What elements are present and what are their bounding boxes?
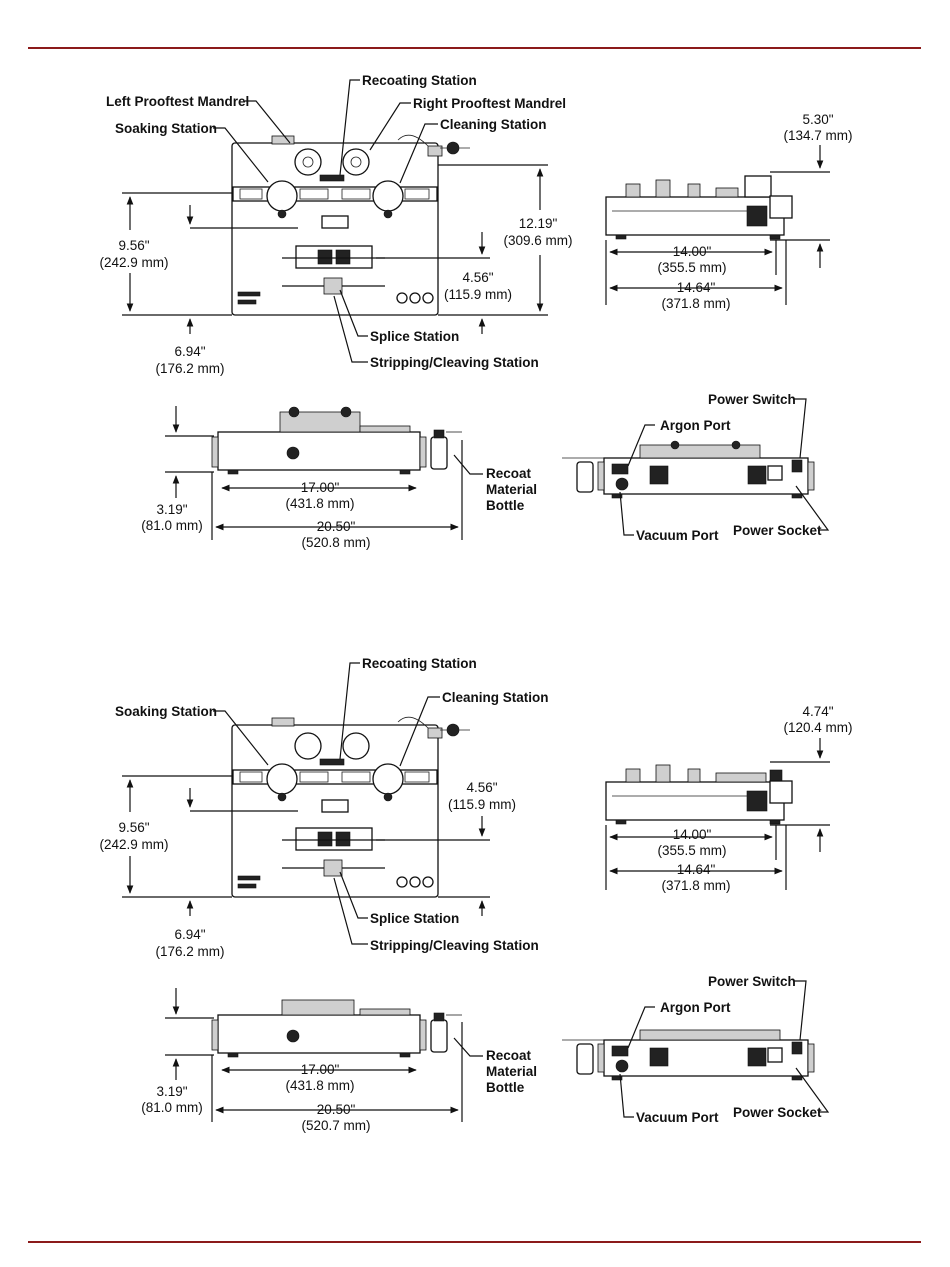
recoat-bottle [430, 1019, 448, 1053]
dim-2050-in: 20.50" [317, 519, 356, 534]
dim-694-in: 6.94" [174, 344, 205, 359]
label-cleaning: Cleaning Station [442, 690, 549, 705]
dim-2050-mm: (520.7 mm) [301, 1118, 370, 1133]
label-power-socket: Power Socket [733, 1105, 822, 1120]
dim-694-mm: (176.2 mm) [155, 944, 224, 959]
top-view-2: Recoating Station Soaking Station Cleani… [99, 656, 548, 959]
dim-1400-in: 14.00" [673, 244, 712, 259]
label-splice: Splice Station [370, 911, 459, 926]
dim-530-mm: (134.7 mm) [783, 128, 852, 143]
label-soaking: Soaking Station [115, 121, 217, 136]
left-mandrel [294, 148, 322, 176]
recoating-station-block [319, 174, 345, 182]
dim-1219-mm: (309.6 mm) [503, 233, 572, 248]
dim-1400-in: 14.00" [673, 827, 712, 842]
dim-2050-in: 20.50" [317, 1102, 356, 1117]
side-view-2: 4.74" (120.4 mm) 14.00" (355.5 mm) 14.64… [605, 704, 853, 893]
label-power-socket: Power Socket [733, 523, 822, 538]
label-power-switch: Power Switch [708, 392, 796, 407]
right-mandrel [342, 148, 370, 176]
dim-319-mm: (81.0 mm) [141, 1100, 203, 1115]
label-bottle-3: Bottle [486, 1080, 525, 1095]
dim-956-mm: (242.9 mm) [99, 837, 168, 852]
dim-319-in: 3.19" [156, 502, 187, 517]
hinge-block [271, 135, 295, 145]
label-stripping: Stripping/Cleaving Station [370, 355, 539, 370]
splice-station-block [295, 245, 373, 269]
dim-319-in: 3.19" [156, 1084, 187, 1099]
machine-front-outline [217, 431, 421, 471]
label-argon: Argon Port [660, 1000, 731, 1015]
dim-956-in: 9.56" [118, 820, 149, 835]
dim-1219-in: 12.19" [519, 216, 558, 231]
dim-956-mm: (242.9 mm) [99, 255, 168, 270]
dim-2050-mm: (520.8 mm) [301, 535, 370, 550]
label-recoating: Recoating Station [362, 73, 477, 88]
dim-530-in: 5.30" [802, 112, 833, 127]
label-soaking: Soaking Station [115, 704, 217, 719]
dim-474-mm: (120.4 mm) [783, 720, 852, 735]
panel-1: Left Prooftest Mandrel Recoating Station… [99, 73, 852, 550]
top-rule [28, 47, 921, 49]
dim-456-mm: (115.9 mm) [444, 287, 512, 302]
dim-456-in: 4.56" [466, 780, 497, 795]
label-splice: Splice Station [370, 329, 459, 344]
dim-1700-mm: (431.8 mm) [285, 1078, 354, 1093]
dim-1464-in: 14.64" [677, 862, 716, 877]
dim-694-in: 6.94" [174, 927, 205, 942]
label-vacuum: Vacuum Port [636, 528, 719, 543]
dim-1464-in: 14.64" [677, 280, 716, 295]
label-bottle-1: Recoat [486, 1048, 532, 1063]
dim-694-mm: (176.2 mm) [155, 361, 224, 376]
left-mandrel-port [294, 732, 322, 760]
dim-956-in: 9.56" [118, 238, 149, 253]
label-cleaning: Cleaning Station [440, 117, 547, 132]
panel-2: Recoating Station Soaking Station Cleani… [99, 656, 852, 1133]
top-view-1: Left Prooftest Mandrel Recoating Station… [99, 73, 572, 376]
dim-456-in: 4.56" [462, 270, 493, 285]
dim-456-mm: (115.9 mm) [448, 797, 516, 812]
label-recoating: Recoating Station [362, 656, 477, 671]
recoat-bottle [430, 436, 448, 470]
dim-1464-mm: (371.8 mm) [661, 296, 730, 311]
dim-1700-mm: (431.8 mm) [285, 496, 354, 511]
label-bottle-1: Recoat [486, 466, 532, 481]
label-bottle-2: Material [486, 482, 537, 497]
label-bottle-2: Material [486, 1064, 537, 1079]
front-view-1: Recoat Material Bottle 3.19" (81.0 mm) 1… [141, 406, 537, 550]
rear-view-1: Power Switch Argon Port Vacuum Port Powe… [562, 392, 830, 543]
label-left-mandrel: Left Prooftest Mandrel [106, 94, 249, 109]
label-bottle-3: Bottle [486, 498, 525, 513]
label-argon: Argon Port [660, 418, 731, 433]
dim-1700-in: 17.00" [301, 1062, 340, 1077]
dim-1400-mm: (355.5 mm) [657, 843, 726, 858]
bottom-rule [28, 1241, 921, 1243]
dim-1464-mm: (371.8 mm) [661, 878, 730, 893]
soaking-disc-left [266, 763, 298, 795]
label-right-mandrel: Right Prooftest Mandrel [413, 96, 566, 111]
side-view-1: 5.30" (134.7 mm) 14.00" (355.5 mm) 14.64… [605, 112, 853, 311]
machine-front-outline [217, 1014, 421, 1054]
splice-station-block [295, 827, 373, 851]
dim-319-mm: (81.0 mm) [141, 518, 203, 533]
dim-1700-in: 17.00" [301, 480, 340, 495]
label-power-switch: Power Switch [708, 974, 796, 989]
dim-474-in: 4.74" [802, 704, 833, 719]
dim-1400-mm: (355.5 mm) [657, 260, 726, 275]
soaking-disc-left [266, 180, 298, 212]
cleaning-station-block [427, 145, 443, 157]
front-view-2: Recoat Material Bottle 3.19" (81.0 mm) 1… [141, 988, 537, 1133]
soaking-disc-right [372, 763, 404, 795]
label-vacuum: Vacuum Port [636, 1110, 719, 1125]
right-mandrel-port [342, 732, 370, 760]
label-stripping: Stripping/Cleaving Station [370, 938, 539, 953]
recoating-station-block [319, 758, 345, 766]
rear-view-2: Power Switch Argon Port Vacuum Port Powe… [562, 974, 830, 1125]
soaking-disc-right [372, 180, 404, 212]
